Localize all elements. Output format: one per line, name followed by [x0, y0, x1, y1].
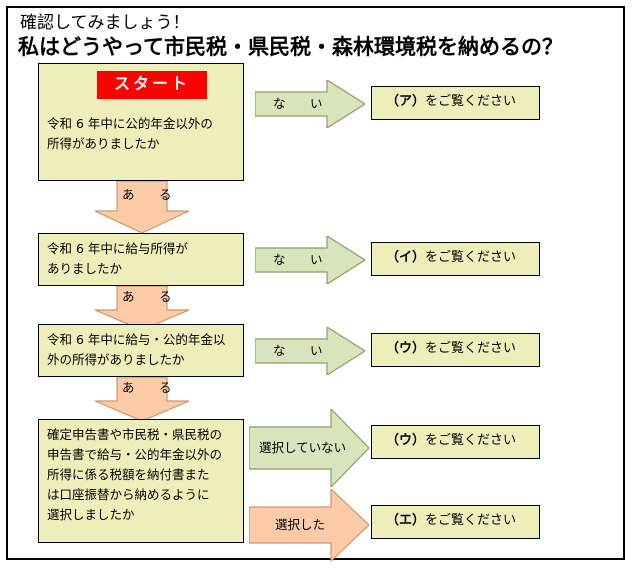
question-box-4: 確定申告書や市民税・県民税の 申告書で給与・公的年金以外の 所得に係る税額を納付…: [38, 419, 244, 543]
arrow-right-nai-2: な い: [255, 236, 365, 284]
arrow-down-aru-1: あ る: [95, 181, 189, 233]
question-box-1: スタート 令和 6 年中に公的年金以外の 所得がありましたか: [38, 63, 244, 181]
result-box-e: （エ）をご覧ください: [371, 505, 540, 539]
question-box-2-line-1: 令和 6 年中に給与所得が: [47, 241, 188, 256]
question-box-4-line-5: 選択しましたか: [47, 507, 135, 522]
result-box-a: （ア）をご覧ください: [371, 86, 540, 120]
result-box-u2-marker: （ウ）: [386, 433, 426, 448]
result-box-u2: （ウ）をご覧ください: [371, 425, 540, 459]
arrow-down-aru-3-label: あ る: [122, 380, 178, 395]
arrow-right-selected-label: 選択した: [275, 517, 326, 532]
result-box-e-marker: （エ）: [386, 513, 426, 528]
result-box-a-marker: （ア）: [386, 94, 426, 109]
question-box-1-line-2: 所得がありましたか: [47, 136, 160, 151]
page-title-line1: 確認してみましょう！: [20, 13, 190, 33]
page-border: [6, 6, 625, 560]
question-box-3-line-1: 令和 6 年中に給与・公的年金以: [47, 332, 226, 347]
arrow-down-aru-2: あ る: [95, 286, 189, 330]
question-box-3-line-2: 外の所得がありましたか: [47, 352, 185, 367]
arrow-down-aru-1-label: あ る: [122, 187, 178, 202]
arrow-right-nai-3: な い: [255, 327, 365, 375]
arrow-right-not-selected: 選択していない: [249, 409, 369, 487]
question-box-3: 令和 6 年中に給与・公的年金以 外の所得がありましたか: [38, 324, 244, 377]
question-box-4-line-4: は口座振替から納めるように: [47, 487, 210, 502]
question-box-4-line-1: 確定申告書や市民税・県民税の: [47, 427, 223, 442]
arrow-down-aru-2-label: あ る: [122, 289, 178, 304]
result-box-i-marker: （イ）: [386, 250, 426, 265]
arrow-right-nai-1: な い: [255, 80, 365, 128]
start-banner: スタート: [97, 71, 207, 99]
question-box-4-line-3: 所得に係る税額を納付書また: [47, 467, 210, 482]
question-box-4-line-2: 申告書で給与・公的年金以外の: [47, 447, 223, 462]
result-box-e-text: をご覧ください: [425, 513, 517, 528]
arrow-right-not-selected-label: 選択していない: [259, 440, 347, 455]
question-box-2: 令和 6 年中に給与所得が ありましたか: [38, 233, 244, 286]
arrow-right-nai-1-label: な い: [273, 96, 329, 111]
result-box-i-text: をご覧ください: [425, 250, 517, 265]
result-box-u: （ウ）をご覧ください: [371, 333, 540, 367]
page-title-line2: 私はどうやって市民税・県民税・森林環境税を納めるの？: [18, 35, 563, 59]
result-box-u-marker: （ウ）: [386, 341, 426, 356]
result-box-u-text: をご覧ください: [425, 341, 517, 356]
result-box-i: （イ）をご覧ください: [371, 242, 540, 276]
arrow-right-nai-3-label: な い: [273, 343, 329, 358]
arrow-right-selected: 選択した: [249, 489, 369, 561]
arrow-down-aru-3: あ る: [95, 377, 189, 421]
arrow-right-nai-2-label: な い: [273, 252, 329, 267]
question-box-1-line-1: 令和 6 年中に公的年金以外の: [47, 116, 213, 131]
result-box-a-text: をご覧ください: [425, 94, 517, 109]
result-box-u2-text: をご覧ください: [425, 433, 517, 448]
question-box-2-line-2: ありましたか: [47, 261, 123, 276]
